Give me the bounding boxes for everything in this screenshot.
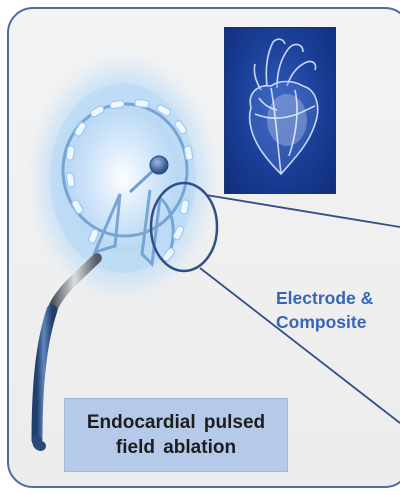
catheter-shaft	[37, 310, 52, 440]
electrode-composite-label: Electrode & Composite	[276, 286, 400, 334]
zoom-line-top	[206, 195, 400, 227]
anatomical-heart-icon	[225, 28, 335, 193]
heart-image	[224, 27, 336, 194]
distal-tip	[150, 156, 168, 174]
caption-box: Endocardial pulsed field ablation	[64, 398, 288, 472]
electrode-composite-text: Electrode & Composite	[276, 288, 373, 332]
caption-text: Endocardial pulsed field ablation	[87, 410, 265, 460]
